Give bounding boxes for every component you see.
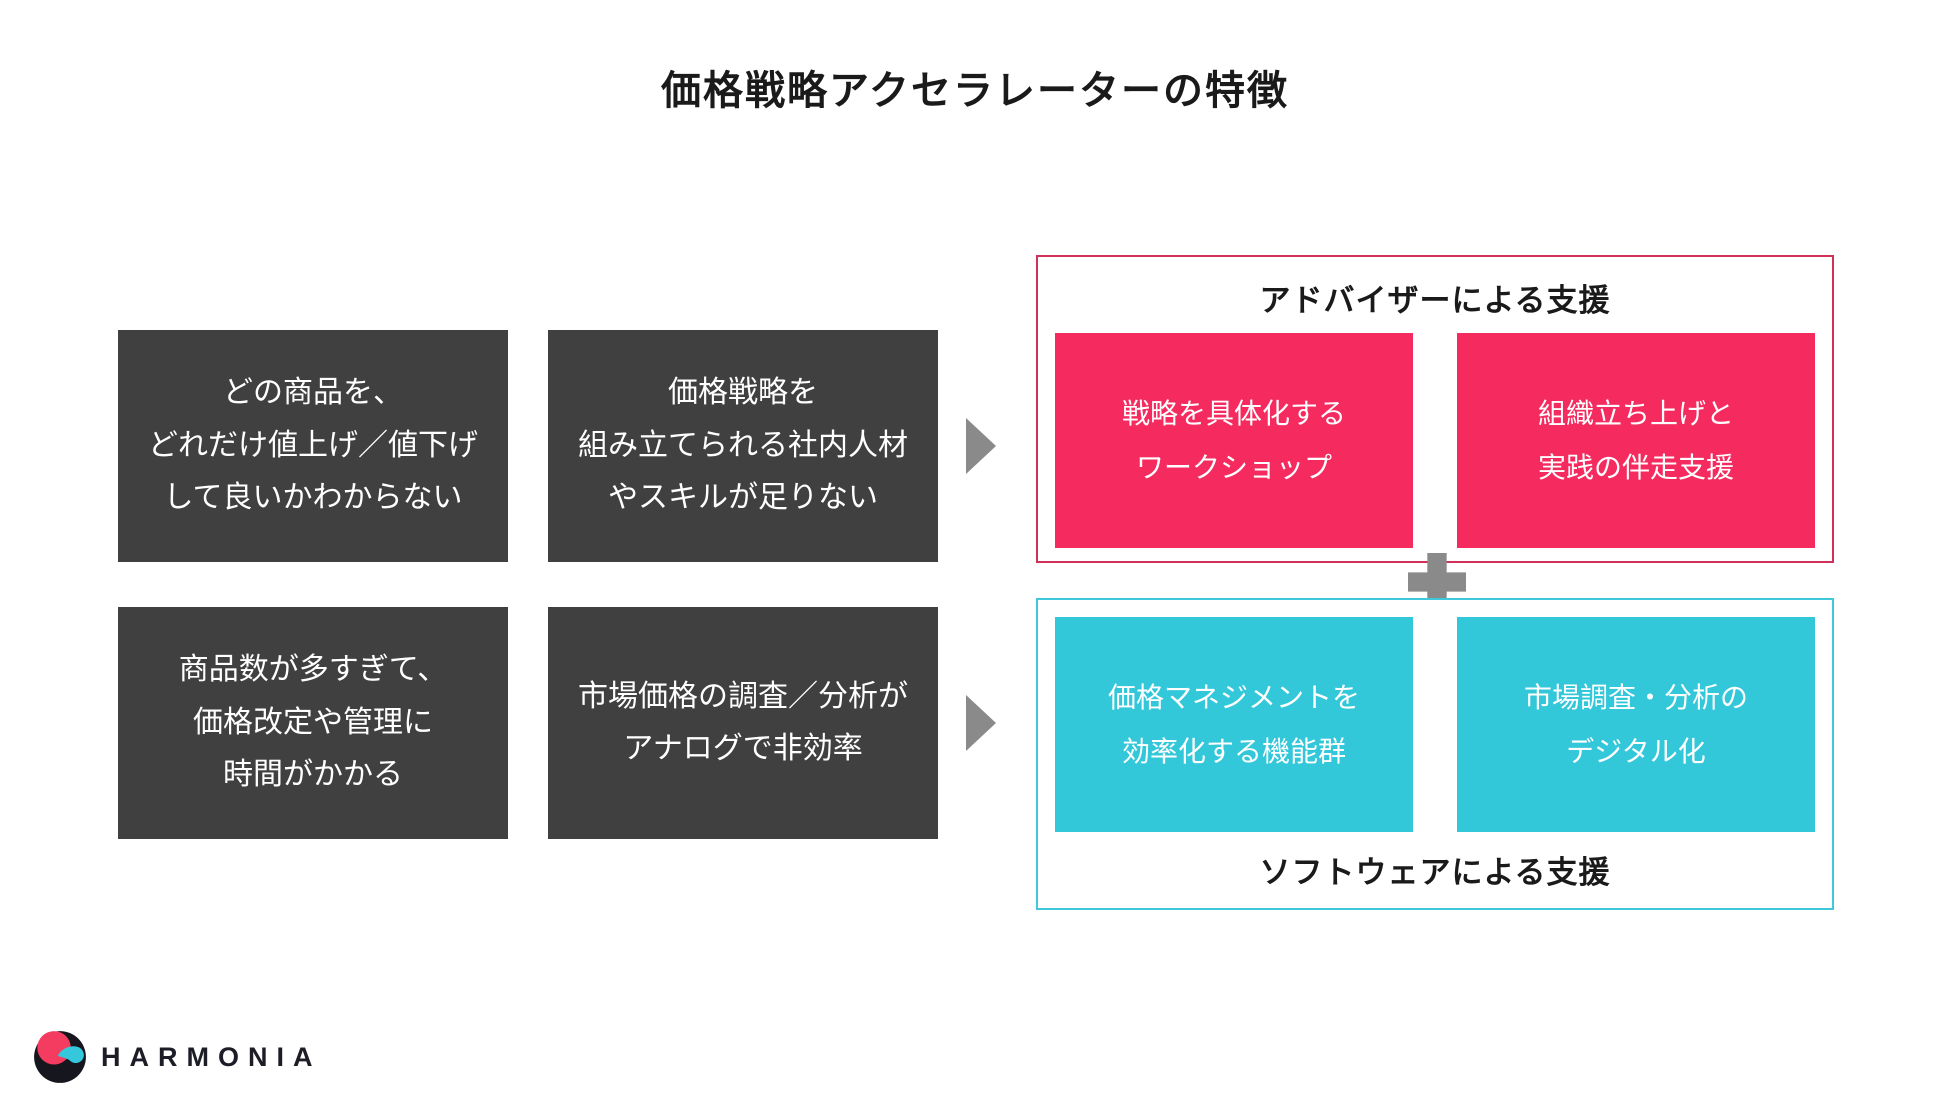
software-support-section: 価格マネジメントを 効率化する機能群 市場調査・分析の デジタル化 ソフトウェア… bbox=[1036, 598, 1834, 910]
solution-line: デジタル化 bbox=[1566, 735, 1706, 767]
problem-box-too-many-products: 商品数が多すぎて、 価格改定や管理に 時間がかかる bbox=[118, 607, 508, 839]
advisor-section-label: アドバイザーによる支援 bbox=[1259, 283, 1611, 318]
problem-line: どの商品を、 bbox=[223, 376, 403, 410]
problem-line: 価格改定や管理に bbox=[193, 705, 433, 739]
problem-line: 組み立てられる社内人材 bbox=[578, 428, 908, 462]
solution-box-org-support: 組織立ち上げと 実践の伴走支援 bbox=[1457, 333, 1815, 548]
solution-line: 価格マネジメントを bbox=[1107, 682, 1360, 714]
solution-line: 市場調査・分析の bbox=[1523, 682, 1748, 714]
harmonia-logo-icon bbox=[33, 1030, 87, 1084]
problem-line: どれだけ値上げ／値下げ bbox=[148, 428, 478, 462]
solution-box-workshop: 戦略を具体化する ワークショップ bbox=[1055, 333, 1413, 548]
brand-logo: HARMONIA bbox=[33, 1030, 322, 1084]
problem-line: やスキルが足りない bbox=[608, 481, 878, 515]
problem-box-lack-of-talent: 価格戦略を 組み立てられる社内人材 やスキルが足りない bbox=[548, 330, 938, 562]
problem-line: 市場価格の調査／分析が bbox=[578, 679, 908, 713]
problem-line: 価格戦略を bbox=[668, 376, 818, 410]
arrow-right-icon bbox=[966, 695, 996, 751]
solution-line: 組織立ち上げと bbox=[1537, 398, 1734, 430]
problem-line: して良いかわからない bbox=[163, 481, 463, 515]
problem-line: アナログで非効率 bbox=[623, 732, 863, 765]
problem-line: 時間がかかる bbox=[223, 758, 403, 792]
solution-box-market-research: 市場調査・分析の デジタル化 bbox=[1457, 617, 1815, 832]
arrow-right-icon bbox=[966, 418, 996, 474]
solution-line: ワークショップ bbox=[1135, 451, 1332, 483]
advisor-support-section: アドバイザーによる支援 戦略を具体化する ワークショップ 組織立ち上げと 実践の… bbox=[1036, 255, 1834, 563]
problem-box-analog-research: 市場価格の調査／分析が アナログで非効率 bbox=[548, 607, 938, 839]
page-title: 価格戦略アクセラレーターの特徴 bbox=[661, 69, 1289, 113]
software-section-label: ソフトウェアによる支援 bbox=[1259, 855, 1611, 890]
solution-line: 効率化する機能群 bbox=[1121, 735, 1346, 767]
solution-box-price-management: 価格マネジメントを 効率化する機能群 bbox=[1055, 617, 1413, 832]
solution-line: 戦略を具体化する bbox=[1121, 398, 1346, 430]
problem-box-which-products: どの商品を、 どれだけ値上げ／値下げ して良いかわからない bbox=[118, 330, 508, 562]
brand-name: HARMONIA bbox=[101, 1041, 322, 1072]
problem-line: 商品数が多すぎて、 bbox=[178, 653, 448, 687]
solution-line: 実践の伴走支援 bbox=[1537, 451, 1734, 483]
plus-icon bbox=[1408, 553, 1466, 611]
